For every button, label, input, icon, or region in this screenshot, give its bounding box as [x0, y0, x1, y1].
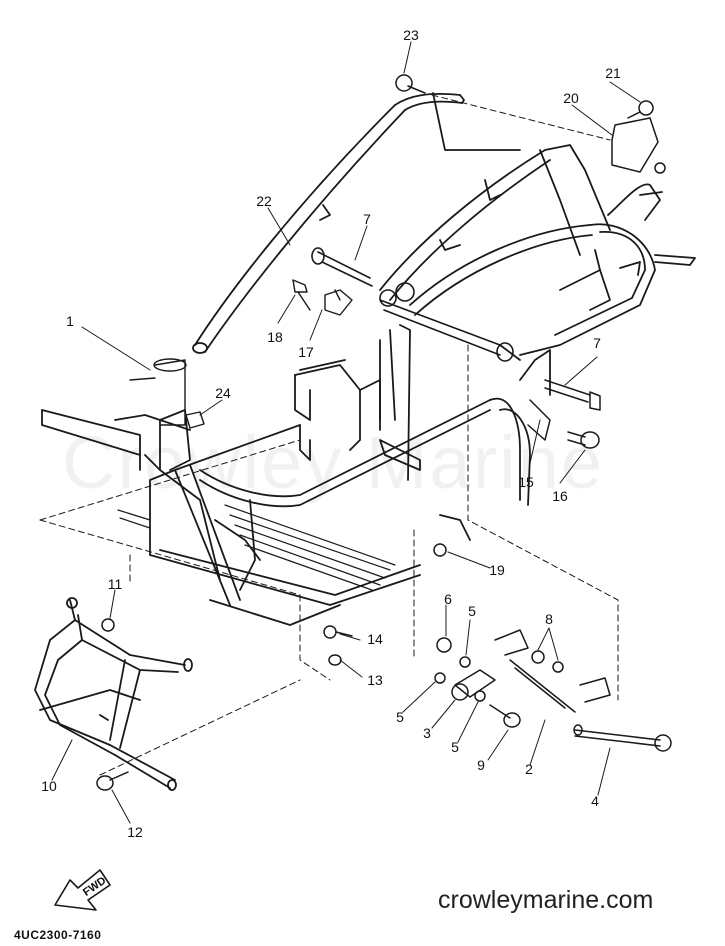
part-label-20: 20	[563, 90, 579, 106]
part-label-10: 10	[41, 778, 57, 794]
part-label-11: 11	[107, 576, 123, 592]
part-label-6: 6	[444, 591, 452, 607]
cross-shaft	[311, 247, 514, 362]
drawing-code: 4UC2300-7160	[14, 928, 102, 942]
small-hardware	[96, 74, 666, 791]
part-label-9: 9	[477, 757, 485, 773]
part-label-24: 24	[215, 385, 231, 401]
part-label-8: 8	[545, 611, 553, 627]
part-label-7a: 7	[363, 211, 371, 227]
part-label-7b: 7	[593, 335, 601, 351]
fwd-arrow-icon	[54, 869, 111, 911]
floor-slats	[117, 504, 396, 591]
part-label-4: 4	[591, 793, 599, 809]
roll-bar	[192, 92, 521, 354]
front-bumper	[34, 597, 193, 791]
part-label-5b: 5	[468, 603, 476, 619]
part-label-16: 16	[552, 488, 568, 504]
part-label-22: 22	[256, 193, 272, 209]
upper-brackets	[129, 279, 353, 429]
watermark: Crowley Marine	[62, 421, 605, 504]
part-label-5c: 5	[451, 739, 459, 755]
part-label-18: 18	[267, 329, 283, 345]
part-label-14: 14	[367, 631, 383, 647]
part-label-5a: 5	[396, 709, 404, 725]
part-label-19: 19	[489, 562, 505, 578]
part-label-1: 1	[66, 313, 74, 329]
projection-lines	[39, 94, 619, 776]
part-label-15: 15	[518, 474, 534, 490]
part-label-13: 13	[367, 672, 383, 688]
part-label-17: 17	[298, 344, 314, 360]
part-label-12: 12	[127, 824, 143, 840]
site-url: crowleymarine.com	[438, 886, 654, 914]
part-label-23: 23	[403, 27, 419, 43]
rear-frame	[379, 144, 696, 361]
leader-lines	[51, 41, 641, 824]
lower-part-cluster	[434, 629, 672, 752]
right-bracket-assembly	[527, 379, 601, 449]
part-label-2: 2	[525, 761, 533, 777]
part-label-3: 3	[423, 725, 431, 741]
part-label-21: 21	[605, 65, 621, 81]
main-frame	[41, 324, 551, 626]
